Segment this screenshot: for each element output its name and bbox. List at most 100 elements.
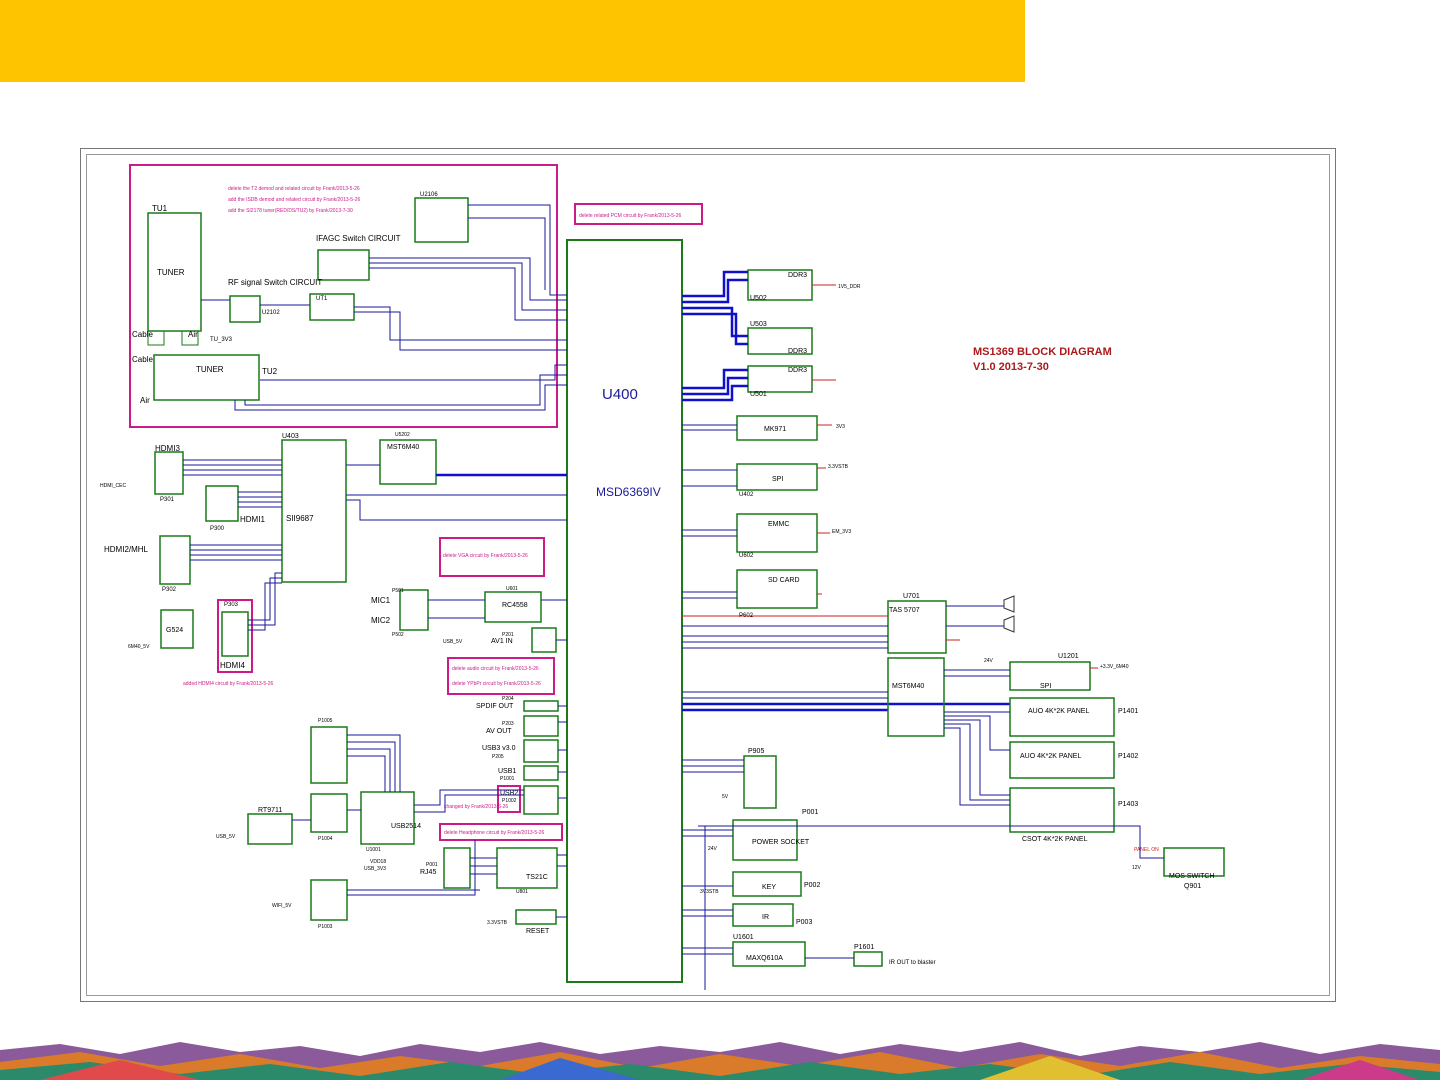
spi-power-label: 3.3VSTB [828, 464, 849, 470]
diagram-version: V1.0 2013-7-30 [973, 361, 1049, 373]
hdmi3-label: HDMI3 [155, 444, 180, 453]
ir-label: IR [762, 914, 769, 921]
g524-block [160, 609, 194, 649]
hdmi2-block [159, 535, 191, 585]
p1004-label: P1004 [318, 836, 333, 842]
speaker-left-icon [1003, 595, 1015, 613]
ddr3b-block [747, 327, 813, 355]
right-wires [682, 424, 1164, 990]
hdmi3-block [154, 451, 184, 495]
mst2-label: MST6M40 [892, 683, 924, 690]
avout-label: AV OUT [486, 728, 512, 735]
csot-panel-block [1009, 787, 1115, 833]
p1601-label: P1601 [854, 944, 874, 951]
tuner1-label: TUNER [157, 268, 185, 277]
u2102-block [229, 295, 261, 323]
sheet-border [86, 154, 1330, 996]
p501-label: P501 [392, 588, 404, 594]
tuner-wires [201, 204, 567, 411]
u1201-label: U1201 [1058, 653, 1079, 660]
wifi-label: WIFI_5V [272, 903, 292, 909]
p001b-label: P001 [802, 809, 818, 816]
usb5v2-label: USB_5V [216, 834, 236, 840]
auo2-label: AUO 4K*2K PANEL [1020, 753, 1081, 760]
main-chip-part: MSD6369IV [596, 485, 661, 499]
ir-block [732, 903, 794, 927]
p303-label: P303 [224, 602, 239, 608]
ddr-power-label: 1V5_DDR [838, 284, 861, 290]
panelon-label: PANEL ON [1134, 847, 1159, 853]
note-usb2-changed: changed by Frank/2013-5-26 [444, 804, 508, 810]
vga-note-frame [439, 537, 545, 577]
emmc-power-label: EM_3V3 [832, 529, 851, 535]
note-pcm-delete: delete related PCM circuit by Frank/2013… [579, 213, 681, 219]
u601-label: U601 [506, 586, 518, 592]
mk971-label: MK971 [764, 426, 786, 433]
ddr3c-label: DDR3 [788, 367, 807, 374]
main-chip-ref: U400 [602, 386, 638, 403]
sii-label: SII9687 [286, 514, 314, 523]
u5202-label: U5202 [395, 432, 410, 438]
hdmi-cec-label: HDMI_CEC [100, 483, 127, 489]
headphone-note-frame [439, 823, 563, 841]
reset-label: RESET [526, 928, 550, 935]
ifagc-block [317, 249, 370, 281]
u403-label: U403 [282, 433, 299, 440]
usb5v-label: USB_5V [443, 639, 463, 645]
spi2-label: SPI [1040, 683, 1051, 690]
note-audio-delete: delete audio circuit by Frank/2013-5-26 [452, 666, 539, 672]
q901-label: Q901 [1184, 883, 1201, 890]
usb3-block [523, 739, 559, 763]
speaker-right-icon [1003, 615, 1015, 633]
p1601-block [853, 951, 883, 967]
hdmi1-label: HDMI1 [240, 515, 265, 524]
tuner2-label: TUNER [196, 365, 224, 374]
u701-label: U701 [903, 593, 920, 600]
note-hdmi4-add: added HDMI4 circuit by Frank/2013-5-26 [183, 681, 274, 687]
p1004-block [310, 793, 348, 833]
p1005-label: P1005 [318, 718, 333, 724]
p905-label: P905 [748, 748, 764, 755]
u402-label: U402 [739, 492, 754, 498]
usb1-label: USB1 [498, 768, 516, 775]
ts21c-block [496, 847, 558, 889]
key-label: KEY [762, 884, 776, 891]
air1-label: Air [188, 330, 198, 339]
psock-label: POWER SOCKET [752, 839, 810, 846]
p201-label: P201 [502, 632, 514, 638]
mos-label: MOS SWITCH [1169, 873, 1215, 880]
mk-power-label: 3V3 [836, 424, 845, 430]
vdd18-label: VDD18 [370, 859, 386, 865]
csot-label: CSOT 4K*2K PANEL [1022, 836, 1088, 843]
usb3v3-label: USB_3V3 [364, 866, 386, 872]
reset-block [515, 909, 557, 925]
tas-power-label: 24V [984, 658, 994, 664]
ddr-buses [682, 270, 1010, 712]
u2102-label: U2102 [262, 310, 280, 316]
lower-left-wires [292, 599, 567, 918]
hdmi4-label: HDMI4 [220, 661, 245, 670]
power-wires [682, 284, 1098, 669]
usb2514-label: USB2514 [391, 823, 421, 830]
u602-label: U602 [739, 553, 754, 559]
spi-block [736, 463, 818, 491]
rj45-block [443, 847, 471, 889]
ts21c-label: TS21C [526, 874, 548, 881]
p203-label: P203 [502, 721, 514, 727]
power-socket-block [732, 819, 798, 861]
socket-24v-label: 24V [708, 846, 718, 852]
p002-label: P002 [804, 882, 820, 889]
p905-block [743, 755, 777, 809]
mk971-block [736, 415, 818, 441]
tuner2-block [153, 354, 260, 401]
mst6m40-a-label: MST6M40 [387, 444, 419, 451]
usb2514-block [360, 791, 415, 845]
u801-label: U801 [516, 889, 528, 895]
tas-label: TAS 5707 [889, 607, 920, 614]
hdmi-wires [183, 459, 567, 631]
emmc-label: EMMC [768, 521, 789, 528]
p301-label: P301 [160, 497, 175, 503]
ifagc-label: IFAGC Switch CIRCUIT [316, 234, 401, 243]
decorative-footer [0, 1042, 1440, 1080]
p205-label: P205 [492, 754, 504, 760]
